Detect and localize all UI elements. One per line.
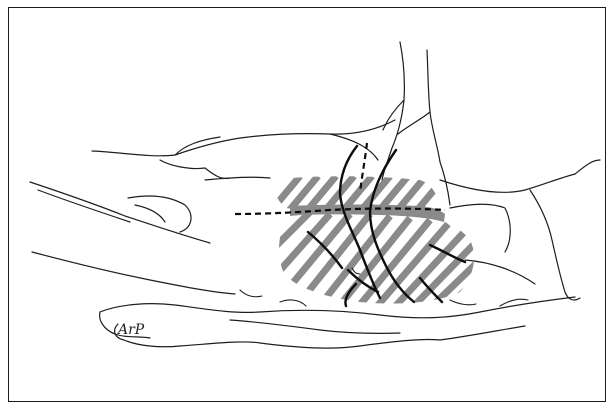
artist-signature: ArP (116, 322, 145, 338)
dashed-incision-line (235, 143, 445, 214)
rib-shading-lower (262, 212, 490, 312)
body-outline (30, 42, 600, 348)
